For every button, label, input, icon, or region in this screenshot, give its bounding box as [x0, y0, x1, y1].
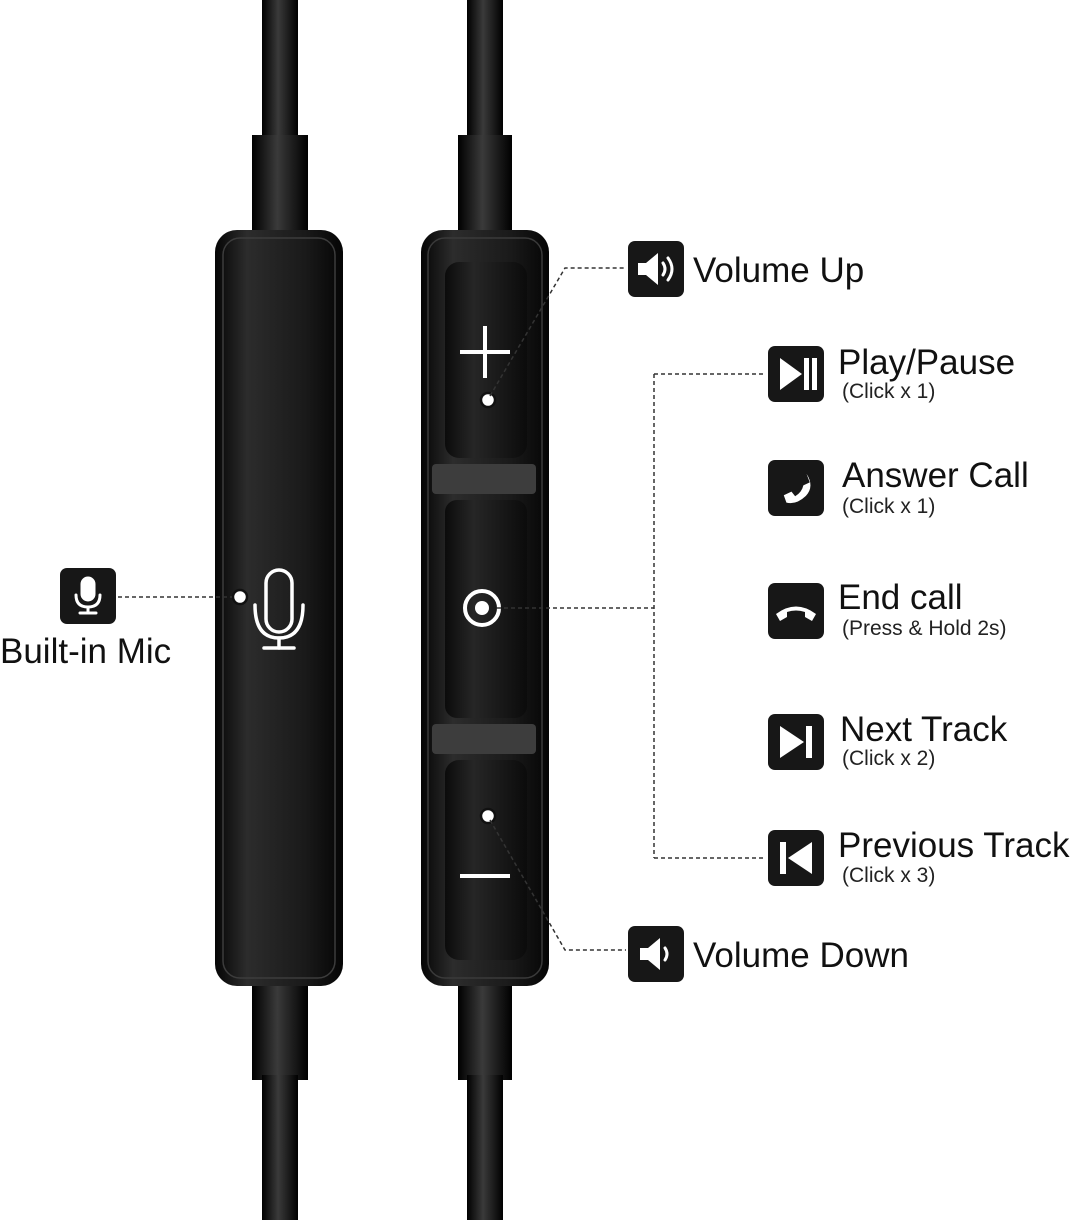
mic-hole-dot [231, 588, 249, 606]
button-unit [421, 0, 549, 1220]
volume-down-label: Volume Down [693, 936, 909, 975]
mic-unit [118, 0, 343, 1220]
next-track-label: Next Track [840, 710, 1008, 749]
previous-track-label: Previous Track [838, 826, 1070, 865]
volume-down-icon [628, 926, 684, 982]
next-track-icon [768, 714, 824, 770]
leader-lines [489, 267, 766, 951]
play-pause-sub: (Click x 1) [842, 380, 936, 403]
end-call-label: End call [838, 578, 963, 617]
volume-down-key [445, 760, 527, 960]
previous-track-icon [768, 830, 824, 886]
mic-icon [60, 568, 116, 624]
answer-call-label: Answer Call [842, 456, 1029, 495]
answer-call-sub: (Click x 1) [842, 495, 936, 518]
play-pause-label: Play/Pause [838, 343, 1016, 382]
microphone-icon [253, 568, 305, 650]
end-call-sub: (Press & Hold 2s) [842, 617, 1007, 640]
phone-end-icon [768, 583, 824, 639]
play-pause-icon [768, 346, 824, 402]
phone-answer-icon [768, 460, 824, 516]
volume-up-icon [628, 241, 684, 297]
next-track-sub: (Click x 2) [842, 747, 936, 770]
built-in-mic-label: Built-in Mic [0, 632, 172, 671]
volume-up-label: Volume Up [693, 251, 865, 290]
previous-track-sub: (Click x 3) [842, 864, 936, 887]
